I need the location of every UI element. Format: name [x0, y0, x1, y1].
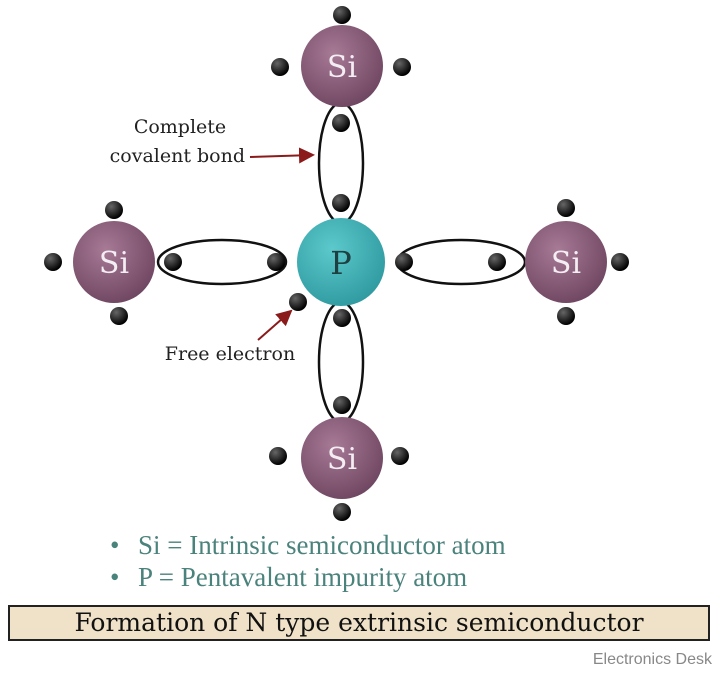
- electron: [333, 503, 351, 521]
- electron: [267, 253, 285, 271]
- bond-label-line2: covalent bond: [110, 145, 245, 167]
- bond-label-line1: Complete: [134, 116, 226, 138]
- electron: [333, 309, 351, 327]
- svg-text:P: P: [330, 244, 352, 282]
- electron: [557, 199, 575, 217]
- svg-text:Si: Si: [99, 246, 129, 281]
- si-atom-top: Si: [301, 25, 383, 107]
- electron: [105, 201, 123, 219]
- electron: [393, 58, 411, 76]
- si-atom-bottom: Si: [301, 417, 383, 499]
- legend-item: •P = Pentavalent impurity atom: [110, 562, 468, 592]
- svg-text:Si: Si: [327, 50, 357, 85]
- free-electron-arrow: [257, 309, 293, 341]
- electron: [332, 114, 350, 132]
- free-electron-label: Free electron: [165, 343, 295, 365]
- electron: [332, 194, 350, 212]
- electron: [44, 253, 62, 271]
- electron: [269, 447, 287, 465]
- legend-item: •Si = Intrinsic semiconductor atom: [110, 530, 506, 560]
- free-electron: [289, 293, 307, 311]
- si-atom-right: Si: [525, 221, 607, 303]
- p-atom-center: P: [297, 218, 385, 306]
- si-atom-left: Si: [73, 221, 155, 303]
- svg-text:Si: Si: [551, 246, 581, 281]
- figure-title: Formation of N type extrinsic semiconduc…: [8, 605, 710, 641]
- bond-arrow: [249, 147, 315, 164]
- electron: [333, 6, 351, 24]
- electron: [391, 447, 409, 465]
- electron: [271, 58, 289, 76]
- electron: [611, 253, 629, 271]
- watermark: Electronics Desk: [592, 651, 712, 668]
- electron: [557, 307, 575, 325]
- electron: [395, 253, 413, 271]
- electron: [110, 307, 128, 325]
- electron: [164, 253, 182, 271]
- electron: [488, 253, 506, 271]
- svg-text:Si: Si: [327, 442, 357, 477]
- electron: [333, 396, 351, 414]
- covalent-bond-left: [156, 238, 288, 286]
